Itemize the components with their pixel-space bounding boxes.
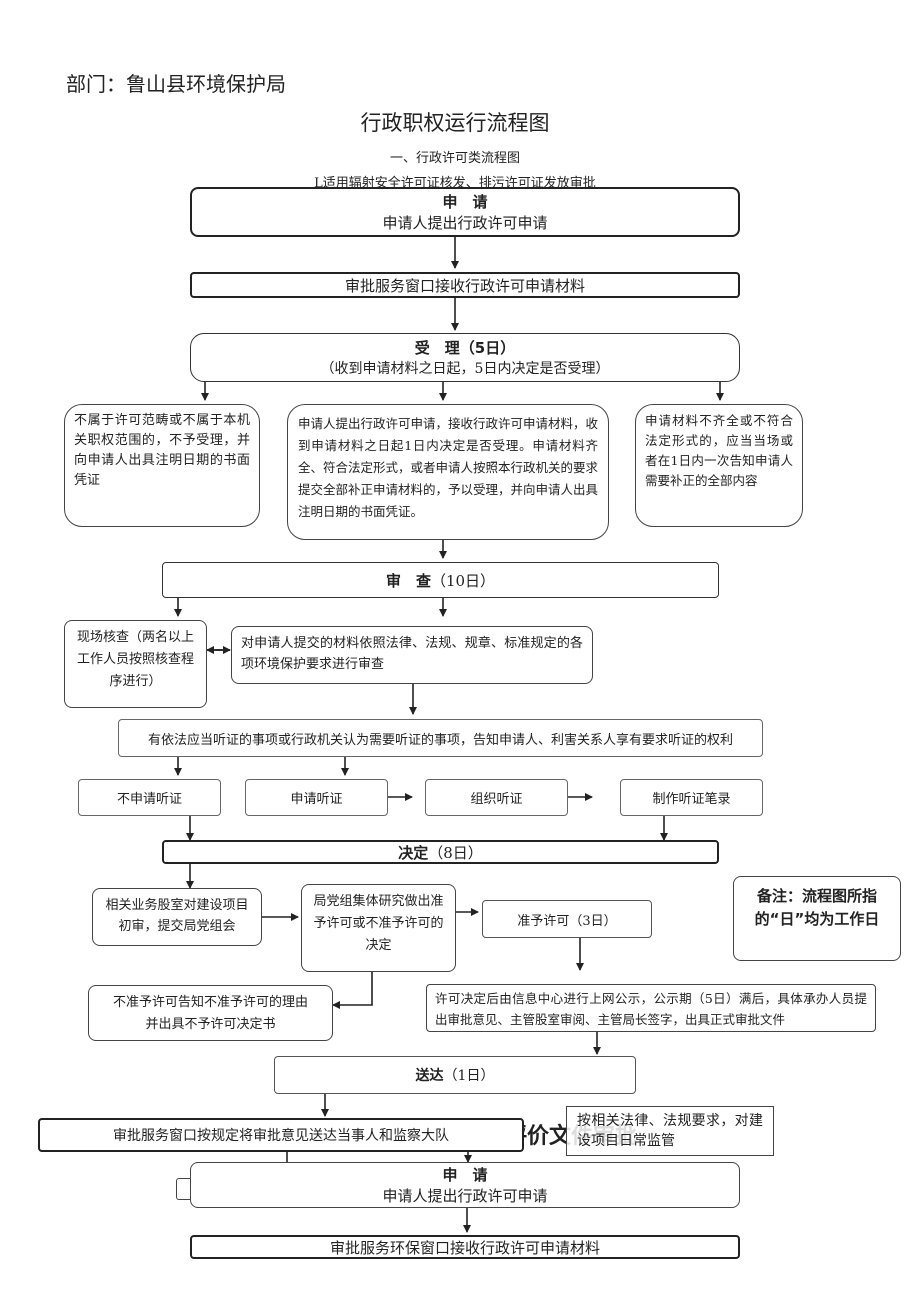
apply2-title: 申 请: [442, 1166, 488, 1184]
page-title: 行政职权运行流程图: [360, 111, 550, 135]
party-group-box: 局党组集体研究做出准予许可或不准予许可的决定: [301, 884, 456, 972]
deliver-days: （1日）: [443, 1068, 495, 1084]
accept-detail-box: 申请人提出行政许可申请，接收行政许可申请材料，收到申请材料之日起1日内决定是否受…: [287, 404, 609, 540]
apply-title: 申 请: [442, 193, 488, 211]
apply-box: 申 请 申请人提出行政许可申请: [190, 187, 740, 237]
deliver-title: 送达: [415, 1068, 444, 1084]
receive-box: 审批服务窗口接收行政许可申请材料: [190, 272, 740, 298]
apply-hearing-box: 申请听证: [245, 779, 388, 816]
grant-box: 准予许可（3日）: [482, 900, 652, 938]
deny-box: 不准予许可告知不准予许可的理由并出具不予许可决定书: [88, 985, 333, 1041]
hearing-notice-box: 有依法应当听证的事项或行政机关认为需要听证的事项，告知申请人、利害关系人享有要求…: [118, 719, 763, 757]
apply2-tab: [176, 1178, 196, 1200]
apply2-text: 申请人提出行政许可申请: [382, 1187, 548, 1205]
reject-scope-box: 不属于许可范畴或不属于本机关职权范围的，不予受理，并向申请人出具注明日期的书面凭…: [64, 404, 260, 527]
decision-title: 决定: [398, 843, 429, 862]
apply-text: 申请人提出行政许可申请: [382, 214, 548, 232]
accept-text: （收到申请材料之日起，5日内决定是否受理）: [320, 361, 610, 377]
send-box: 审批服务窗口按规定将审批意见送达当事人和监察大队: [38, 1118, 524, 1152]
accept-box: 受 理（5日） （收到申请材料之日起，5日内决定是否受理）: [190, 333, 740, 382]
site-check-box: 现场核查（两名以上工作人员按照核查程序进行）: [64, 620, 207, 708]
note-box: 备注：流程图所指的“日”均为工作日: [733, 876, 901, 961]
decision-box: 决定 （8日）: [162, 840, 719, 864]
apply2-box: 申 请 申请人提出行政许可申请: [190, 1162, 740, 1208]
supervise-box: 按相关法律、法规要求，对建设项目日常监管: [566, 1106, 774, 1156]
section-title: 一、行政许可类流程图: [389, 151, 520, 166]
decision-days: （8日）: [428, 843, 483, 862]
hearing-record-box: 制作听证笔录: [620, 779, 763, 816]
publicity-box: 许可决定后由信息中心进行上网公示，公示期（5日）满后，具体承办人员提出审批意见、…: [426, 984, 876, 1032]
review-days: （10日）: [430, 571, 496, 590]
no-hearing-box: 不申请听证: [78, 779, 221, 816]
accept-title: 受 理（5日）: [414, 339, 516, 357]
incomplete-box: 申请材料不齐全或不符合法定形式的，应当当场或者在1日内一次告知申请人需要补正的全…: [635, 404, 803, 527]
review-box: 审 查 （10日）: [162, 562, 719, 598]
review-detail-box: 对申请人提交的材料依照法律、法规、规章、标准规定的各项环境保护要求进行审查: [231, 626, 593, 684]
department-label: 部门：鲁山县环境保护局: [66, 72, 286, 96]
receive2-box: 审批服务环保窗口接收行政许可申请材料: [190, 1235, 740, 1259]
deliver-box: 送达 （1日）: [274, 1056, 636, 1094]
organize-hearing-box: 组织听证: [425, 779, 568, 816]
review-title: 审 查: [385, 571, 431, 590]
preliminary-box: 相关业务股室对建设项目初审，提交局党组会: [92, 888, 262, 946]
